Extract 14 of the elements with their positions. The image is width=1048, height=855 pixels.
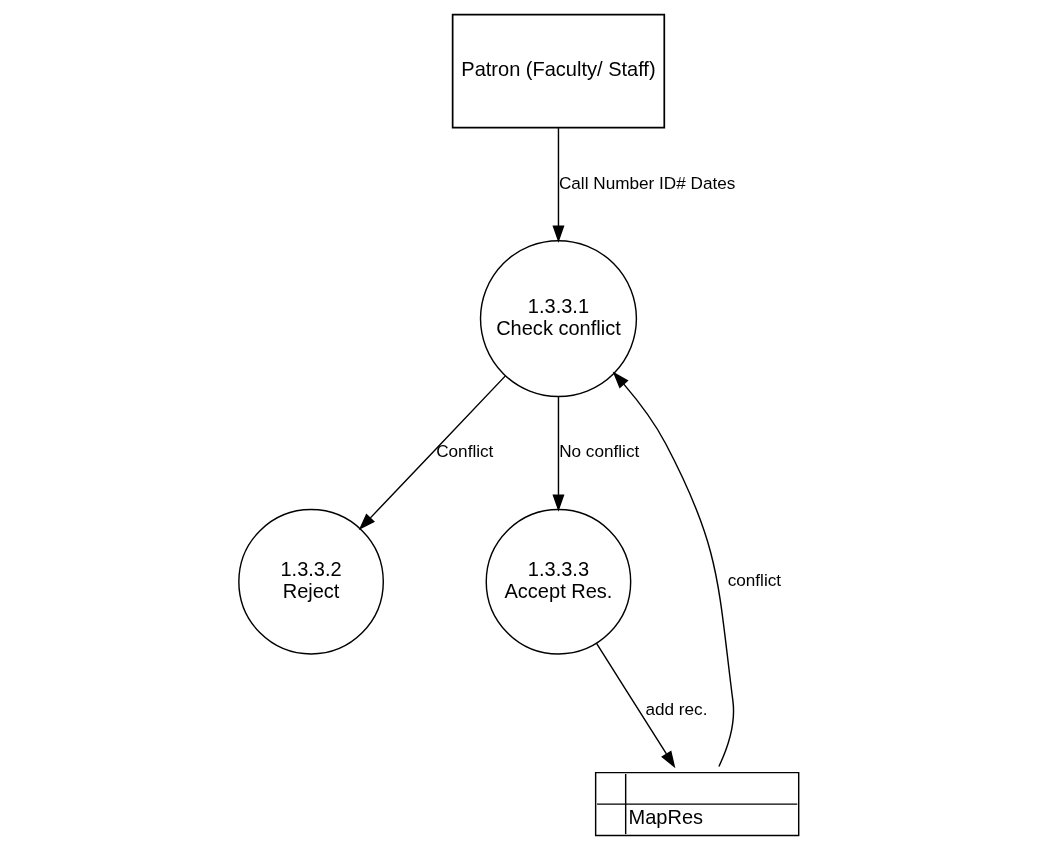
arrow [551, 395, 564, 512]
node-box: Patron (Faculty/ Staff) [451, 13, 665, 129]
node-circle: 1.3.3.2 Reject [237, 508, 384, 655]
arrow [595, 642, 675, 768]
edge-label: Conflict [435, 440, 493, 461]
edge-label: conflict [727, 569, 781, 590]
arrow [612, 371, 734, 767]
edge-label: No conflict [558, 440, 639, 461]
edge-label: add rec. [644, 698, 707, 719]
node-circle: 1.3.3.3 Accept Res. [485, 508, 631, 655]
edge-label: Call Number ID# Dates [558, 172, 735, 193]
arrow [551, 126, 564, 243]
arrow [358, 374, 506, 530]
node-circle: 1.3.3.1 Check conflict [479, 239, 637, 397]
